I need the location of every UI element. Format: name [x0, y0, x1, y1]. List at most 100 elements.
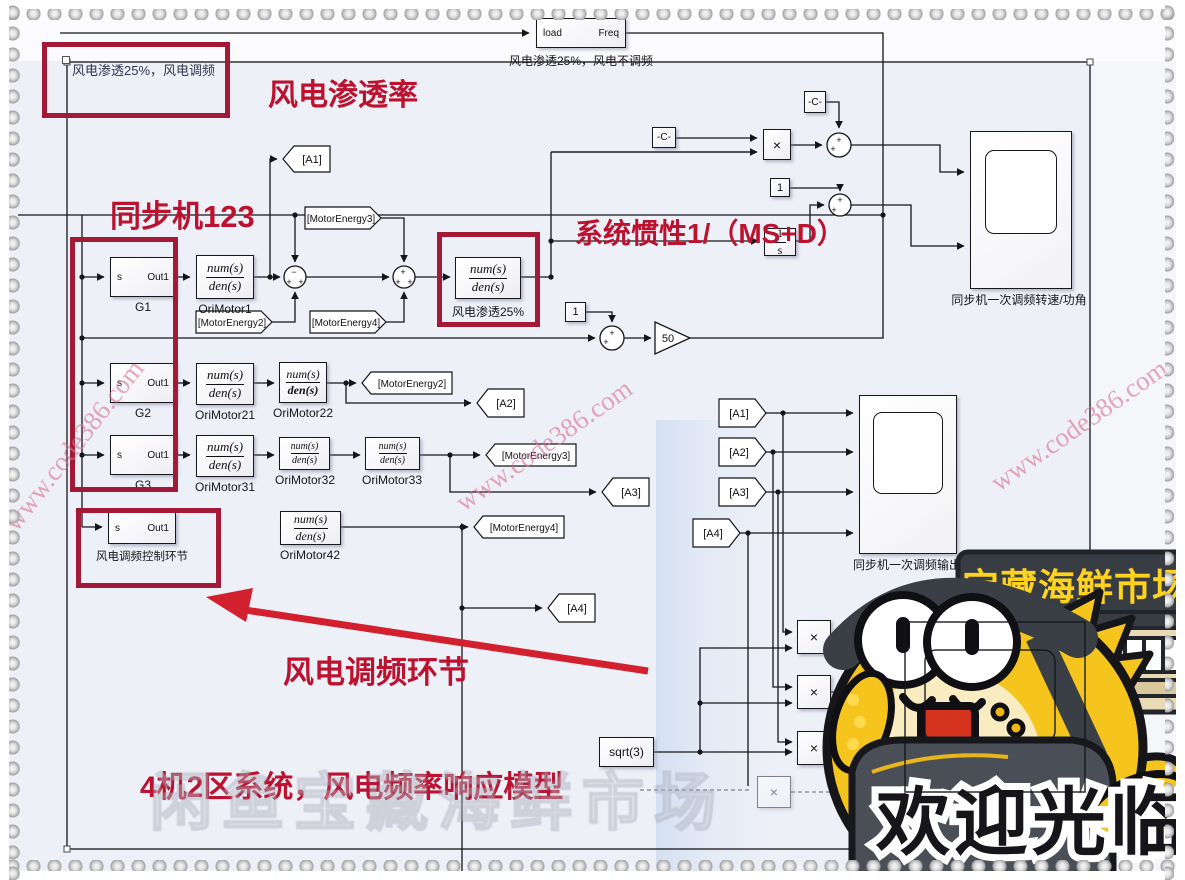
- constant-one-1[interactable]: 1: [565, 302, 586, 322]
- sum-sign: +: [298, 277, 303, 287]
- from-tag-a3[interactable]: [718, 477, 767, 507]
- constant-one-2[interactable]: 1: [770, 178, 790, 197]
- tf-num: num(s): [290, 441, 319, 452]
- tf-orimotor21[interactable]: num(s)den(s): [196, 363, 254, 405]
- wire: [345, 383, 472, 407]
- subsystem-g3[interactable]: s Out1: [110, 435, 176, 475]
- sum-sign: +: [830, 144, 835, 154]
- wire: [272, 291, 299, 323]
- product-block-1[interactable]: ×: [797, 620, 831, 654]
- tf-num: num(s): [206, 260, 244, 276]
- tag-label: [MotorEnergy2]: [378, 379, 447, 390]
- g1-label: G1: [134, 300, 152, 314]
- sum-sign: +: [831, 205, 836, 215]
- orimotor42-label: OriMotor42: [279, 548, 341, 562]
- tf-num: num(s): [286, 366, 320, 381]
- tag-label: [A1]: [302, 154, 322, 166]
- tf-wind-penetration[interactable]: num(s)den(s): [455, 257, 521, 299]
- from-tag-motorenergy2[interactable]: [195, 310, 273, 334]
- wire: [461, 527, 543, 612]
- sum-sign: +: [603, 337, 608, 347]
- tf-den: den(s): [471, 278, 505, 294]
- product-block-2[interactable]: ×: [797, 675, 831, 709]
- from-tag-motorenergy3[interactable]: [304, 206, 382, 230]
- wire: [269, 155, 278, 277]
- goto-tag-a3[interactable]: [601, 477, 650, 507]
- tf-den: den(s): [208, 456, 242, 472]
- tf-orimotor32[interactable]: num(s)den(s): [279, 437, 330, 470]
- from-tag-a1[interactable]: [718, 398, 767, 428]
- product-block-ghost[interactable]: ×: [757, 776, 791, 808]
- tf-orimotor33[interactable]: num(s)den(s): [365, 437, 420, 470]
- wind-penetration-label: 风电渗透25%: [451, 305, 525, 319]
- sum-block[interactable]: [283, 265, 307, 289]
- sum-block[interactable]: [828, 193, 852, 217]
- product-block-top[interactable]: ×: [763, 129, 791, 160]
- wire: [851, 204, 965, 250]
- tag-label: [A2]: [729, 447, 749, 459]
- model-frame: [66, 61, 1091, 850]
- wire: [831, 636, 889, 650]
- goto-tag-a2[interactable]: [476, 388, 525, 418]
- sum-block[interactable]: [392, 265, 416, 289]
- tf-num: num(s): [469, 261, 507, 277]
- tf-den: den(s): [208, 277, 242, 293]
- orimotor22-label: OriMotor22: [272, 406, 334, 420]
- subsystem-g2[interactable]: s Out1: [110, 363, 176, 403]
- outport-label: Out1: [147, 522, 169, 534]
- product-block-3[interactable]: ×: [797, 731, 831, 765]
- orimotor1-label: OriMotor1: [198, 302, 252, 316]
- annotation-box-wind-fm: [76, 508, 221, 588]
- goto-tag-motorenergy2[interactable]: [361, 371, 453, 395]
- tf-orimotor1[interactable]: num(s)den(s): [196, 255, 254, 299]
- wind-fm-annotation: 风电调频环节: [283, 655, 469, 690]
- int-den: s: [777, 242, 783, 257]
- port-load: load: [543, 27, 562, 39]
- from-tag-a4[interactable]: [692, 518, 741, 548]
- tf-num: num(s): [293, 512, 328, 527]
- sum-block[interactable]: [826, 132, 852, 158]
- wire: [626, 32, 884, 215]
- inport-label: s: [117, 377, 122, 389]
- tf-orimotor31[interactable]: num(s)den(s): [196, 435, 254, 477]
- tf-orimotor42[interactable]: num(s)den(s): [280, 511, 341, 545]
- tf-num: num(s): [206, 367, 244, 383]
- orimotor21-label: OriMotor21: [194, 408, 256, 422]
- sum-sign: −: [291, 267, 296, 277]
- times-glyph: ×: [769, 784, 779, 800]
- wire: [851, 144, 965, 176]
- sum-block[interactable]: [599, 325, 625, 351]
- gain-value: 50: [662, 333, 674, 345]
- annotation-handle[interactable]: [62, 56, 70, 64]
- subsystem-wind-fm[interactable]: s Out1: [108, 512, 176, 544]
- sum-sign: +: [400, 267, 405, 277]
- bottom-caption: 4机2区系统，风电频率响应模型: [140, 771, 564, 804]
- sqrt3-block[interactable]: sqrt(3): [599, 737, 654, 767]
- load-freq-caption: 风电渗透25%，风电不调频: [508, 54, 654, 68]
- sqrt-value: sqrt(3): [609, 745, 644, 759]
- gain-block[interactable]: [654, 320, 692, 356]
- tf-num: num(s): [378, 441, 407, 452]
- from-tag-motorenergy4[interactable]: [309, 310, 387, 334]
- goto-tag-motorenergy4[interactable]: [473, 515, 565, 539]
- wire: [790, 183, 844, 192]
- goto-tag-motorenergy3[interactable]: [485, 443, 577, 467]
- constant-c2[interactable]: -C-: [804, 91, 826, 113]
- scope-primary-fm-output[interactable]: [859, 395, 957, 554]
- goto-tag-a1[interactable]: [282, 145, 331, 173]
- annotation-box-windtf: [437, 232, 540, 327]
- tf-orimotor22[interactable]: num(s) den(s): [279, 362, 327, 403]
- from-tag-a2[interactable]: [718, 437, 767, 467]
- load-freq-block[interactable]: load Freq: [536, 18, 626, 48]
- system-inertia-title: 系统惯性1/（MS+D）: [575, 218, 845, 249]
- wire: [777, 492, 793, 746]
- times-glyph: ×: [809, 629, 819, 645]
- tf-den: den(s): [287, 383, 319, 397]
- outport-label: Out1: [147, 449, 169, 461]
- constant-c1[interactable]: -C-: [652, 127, 676, 148]
- sum-sign: +: [837, 195, 842, 205]
- constant-value: -C-: [808, 96, 822, 108]
- scenario-note: 风电渗透25%，风电调频: [72, 63, 216, 78]
- scope-speed-angle[interactable]: [970, 131, 1072, 289]
